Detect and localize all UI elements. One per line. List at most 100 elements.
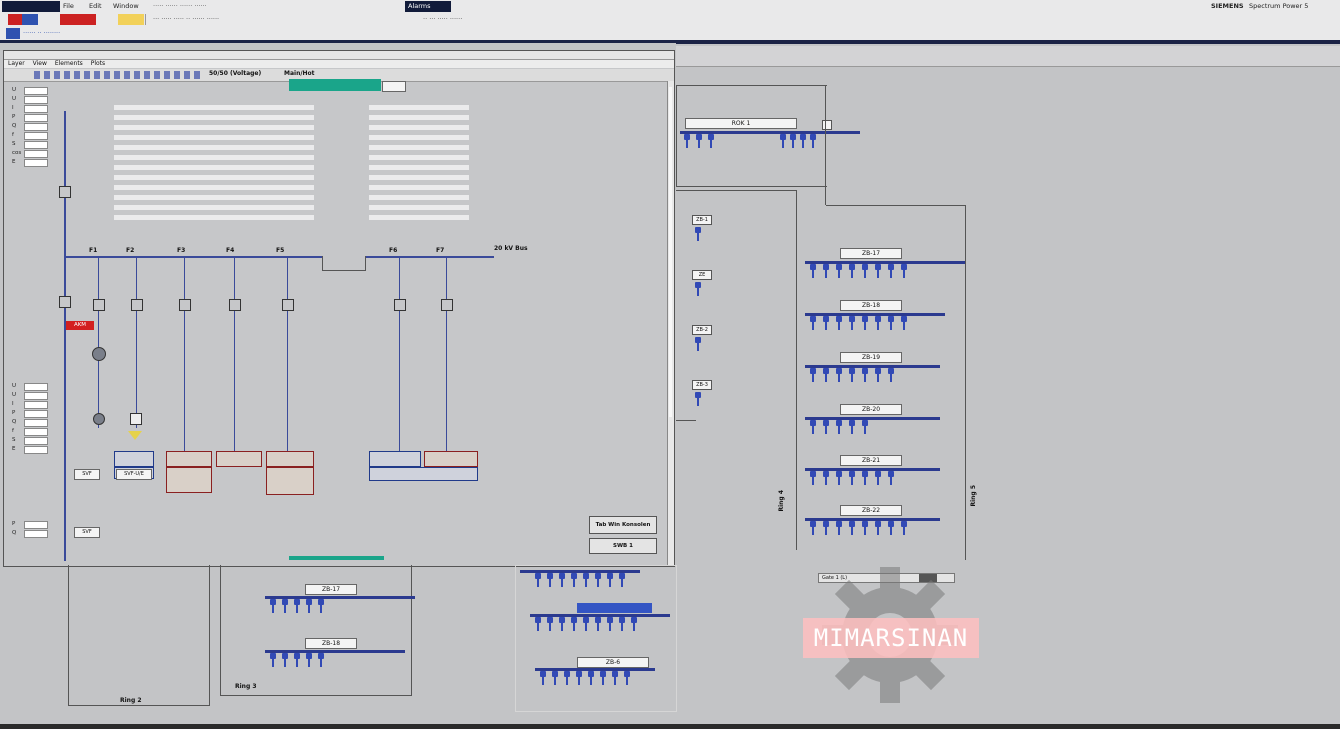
side-unit-box[interactable]: SVF — [74, 469, 100, 480]
switchgear-cell-icon[interactable] — [862, 471, 868, 485]
small-unit-label[interactable]: ZB-3 — [692, 380, 712, 390]
scrollbar-thumb[interactable] — [669, 87, 672, 417]
feeder-info-box[interactable] — [266, 451, 314, 467]
circuit-breaker-icon[interactable] — [93, 299, 105, 311]
alarm-badge[interactable]: AKM — [66, 321, 94, 330]
switchgear-cell-icon[interactable] — [607, 617, 613, 631]
motor-icon[interactable] — [93, 413, 105, 425]
small-unit-label[interactable]: ZB-1 — [692, 215, 712, 225]
incomer-breaker-icon[interactable] — [59, 186, 71, 198]
switchgear-cell-icon[interactable] — [875, 264, 881, 278]
switchgear-cell-icon[interactable] — [270, 599, 276, 613]
switchgear-cell-icon[interactable] — [836, 471, 842, 485]
small-unit-label[interactable]: ZB-2 — [692, 325, 712, 335]
feeder-info-box[interactable] — [266, 467, 314, 495]
switchgear-cell-icon[interactable] — [823, 264, 829, 278]
switchgear-cell-icon[interactable] — [888, 521, 894, 535]
switchgear-cell-icon[interactable] — [583, 573, 589, 587]
switchgear-cell-icon[interactable] — [535, 617, 541, 631]
bus-label[interactable]: ZB-21 — [840, 455, 902, 466]
switchgear-cell-icon[interactable] — [836, 316, 842, 330]
bus-label[interactable]: ZB-18 — [840, 300, 902, 311]
switchgear-cell-icon[interactable] — [588, 671, 594, 685]
switchgear-cell-icon[interactable] — [849, 368, 855, 382]
horizontal-scroll-indicator[interactable] — [289, 556, 384, 560]
feeder-info-box[interactable] — [114, 451, 154, 467]
switchgear-cell-icon[interactable] — [836, 368, 842, 382]
switchgear-cell-icon[interactable] — [600, 671, 606, 685]
switchgear-cell-icon[interactable] — [836, 521, 842, 535]
menu-elements[interactable]: Elements — [54, 60, 83, 67]
bus-label[interactable]: ZB-18 — [305, 638, 357, 649]
switchgear-cell-icon[interactable] — [695, 337, 701, 351]
switchgear-cell-icon[interactable] — [875, 316, 881, 330]
load-icon[interactable] — [130, 413, 142, 425]
alarm-red-icon[interactable] — [60, 14, 96, 25]
switchgear-cell-icon[interactable] — [823, 521, 829, 535]
menu-window[interactable]: Window — [113, 2, 139, 10]
switchgear-cell-icon[interactable] — [708, 134, 714, 148]
bus-label[interactable]: ZB-19 — [840, 352, 902, 363]
switchgear-cell-icon[interactable] — [547, 617, 553, 631]
menu-edit[interactable]: Edit — [89, 2, 102, 10]
switchgear-cell-icon[interactable] — [849, 264, 855, 278]
console-button[interactable]: Tab Win Konsolen — [589, 516, 657, 534]
incomer-breaker-icon[interactable] — [59, 296, 71, 308]
top-bus-label[interactable]: ROK 1 — [685, 118, 797, 129]
switchgear-cell-icon[interactable] — [571, 617, 577, 631]
switchgear-cell-icon[interactable] — [559, 573, 565, 587]
toolbar-field-voltage[interactable]: 50/50 (Voltage) — [209, 70, 262, 77]
switchgear-cell-icon[interactable] — [823, 316, 829, 330]
switchgear-cell-icon[interactable] — [607, 573, 613, 587]
switchgear-cell-icon[interactable] — [810, 134, 816, 148]
circuit-breaker-icon[interactable] — [441, 299, 453, 311]
small-unit-label[interactable]: ZE — [692, 270, 712, 280]
switchgear-cell-icon[interactable] — [684, 134, 690, 148]
switchgear-cell-icon[interactable] — [875, 471, 881, 485]
switchgear-cell-icon[interactable] — [282, 599, 288, 613]
bus-label[interactable]: ZB-20 — [840, 404, 902, 415]
switchgear-cell-icon[interactable] — [695, 392, 701, 406]
switchgear-cell-icon[interactable] — [823, 471, 829, 485]
switchgear-cell-icon[interactable] — [888, 264, 894, 278]
bus-label[interactable]: ZB-17 — [840, 248, 902, 259]
menu-file[interactable]: File — [63, 2, 74, 10]
switchgear-cell-icon[interactable] — [619, 573, 625, 587]
switchgear-cell-icon[interactable] — [695, 282, 701, 296]
switchgear-cell-icon[interactable] — [564, 671, 570, 685]
switchgear-cell-icon[interactable] — [595, 617, 601, 631]
switchgear-cell-icon[interactable] — [595, 573, 601, 587]
switchgear-cell-icon[interactable] — [823, 420, 829, 434]
feeder-info-box[interactable] — [166, 467, 212, 493]
menu-layer[interactable]: Layer — [8, 60, 25, 67]
switchgear-cell-icon[interactable] — [583, 617, 589, 631]
switchgear-cell-icon[interactable] — [901, 264, 907, 278]
switchgear-cell-icon[interactable] — [810, 420, 816, 434]
switchgear-cell-icon[interactable] — [888, 471, 894, 485]
switchgear-cell-icon[interactable] — [901, 521, 907, 535]
switchgear-cell-icon[interactable] — [862, 521, 868, 535]
toolbar-options-2[interactable]: ·· ··· ····· ······ — [423, 15, 463, 23]
switchgear-cell-icon[interactable] — [888, 316, 894, 330]
circuit-breaker-icon[interactable] — [179, 299, 191, 311]
switchgear-cell-icon[interactable] — [823, 368, 829, 382]
toolbar-field-main[interactable]: Main/Hot — [284, 70, 315, 77]
switchgear-cell-icon[interactable] — [318, 653, 324, 667]
switchgear-cell-icon[interactable] — [540, 671, 546, 685]
switchgear-cell-icon[interactable] — [875, 521, 881, 535]
toolbar-options[interactable]: ··· ····· ····· ·· ······ ······ — [153, 15, 220, 23]
indicator-box[interactable] — [382, 81, 406, 92]
switchgear-cell-icon[interactable] — [535, 573, 541, 587]
switchgear-cell-icon[interactable] — [306, 653, 312, 667]
circuit-breaker-icon[interactable] — [282, 299, 294, 311]
switchgear-cell-icon[interactable] — [810, 471, 816, 485]
switchgear-cell-icon[interactable] — [849, 471, 855, 485]
switchgear-cell-icon[interactable] — [619, 617, 625, 631]
switchgear-cell-icon[interactable] — [862, 264, 868, 278]
slider-handle[interactable] — [919, 574, 937, 582]
circuit-breaker-icon[interactable] — [131, 299, 143, 311]
switchgear-cell-icon[interactable] — [836, 264, 842, 278]
tool-icons[interactable] — [34, 71, 204, 79]
switchgear-cell-icon[interactable] — [888, 368, 894, 382]
menu-view[interactable]: View — [32, 60, 47, 67]
